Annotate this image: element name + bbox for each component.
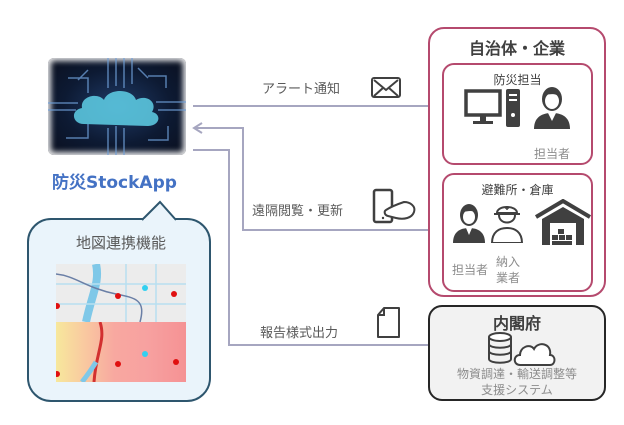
map-pin-red (171, 291, 177, 297)
shelter-person-icon (453, 204, 485, 243)
alert-label: アラート通知 (262, 82, 341, 97)
shelter-warehouse-box: 避難所・倉庫 (442, 173, 593, 292)
supplier-label-line2: 業者 (496, 271, 521, 285)
map-feature-bubble: 地図連携機能 (27, 218, 211, 402)
envelope-icon (371, 77, 401, 98)
street-map-image (56, 264, 186, 322)
database-icon (488, 332, 512, 364)
app-cloud-image (48, 58, 186, 155)
system-name-line1: 物資調達・輸送調整等 (456, 367, 577, 381)
disaster-dept-title: 防災担当 (493, 73, 542, 87)
document-icon (377, 307, 400, 338)
remote-arrow-line (194, 127, 440, 231)
map-pin-cyan (142, 351, 148, 357)
supplier-worker-icon (490, 206, 524, 243)
smartphone-touch-icon (372, 188, 416, 224)
shelter-warehouse-title: 避難所・倉庫 (481, 183, 554, 197)
map-pin-red (173, 359, 179, 365)
warehouse-icon (534, 199, 592, 245)
municipality-company-title: 自治体・企業 (468, 39, 565, 58)
cabinet-office-title: 内閣府 (492, 314, 541, 333)
desktop-computer-icon (464, 89, 520, 127)
municipality-company-box: 自治体・企業 防災担当 担当者 避難所・倉庫 (428, 27, 606, 297)
map-pin-red (56, 303, 60, 309)
cloud-icon (513, 343, 556, 366)
cabinet-office-box: 内閣府 物資調達・輸送調整等 支援システム (428, 305, 606, 401)
person-icon (534, 87, 570, 129)
supplier-label-line1: 納入 (496, 255, 521, 269)
dept-person-label: 担当者 (534, 147, 571, 161)
hazard-map-image (56, 322, 186, 382)
shelter-person-label: 担当者 (452, 263, 489, 277)
report-label: 報告様式出力 (260, 326, 339, 341)
map-pin-red (115, 293, 121, 299)
circuit-cloud-icon (48, 58, 186, 155)
system-name-line2: 支援システム (481, 383, 553, 397)
map-pin-red (56, 371, 60, 377)
remote-arrowhead (192, 122, 203, 134)
report-arrow-line (193, 149, 484, 346)
app-title: 防災StockApp (52, 173, 177, 193)
bubble-tail (141, 200, 177, 222)
map-feature-title: 地図連携機能 (75, 234, 166, 252)
cloud-shape (73, 91, 159, 126)
map-pin-red (115, 361, 121, 367)
map-pin-cyan (142, 285, 148, 291)
remote-label: 遠隔閲覧・更新 (252, 204, 344, 219)
disaster-dept-box: 防災担当 担当者 (442, 63, 593, 165)
